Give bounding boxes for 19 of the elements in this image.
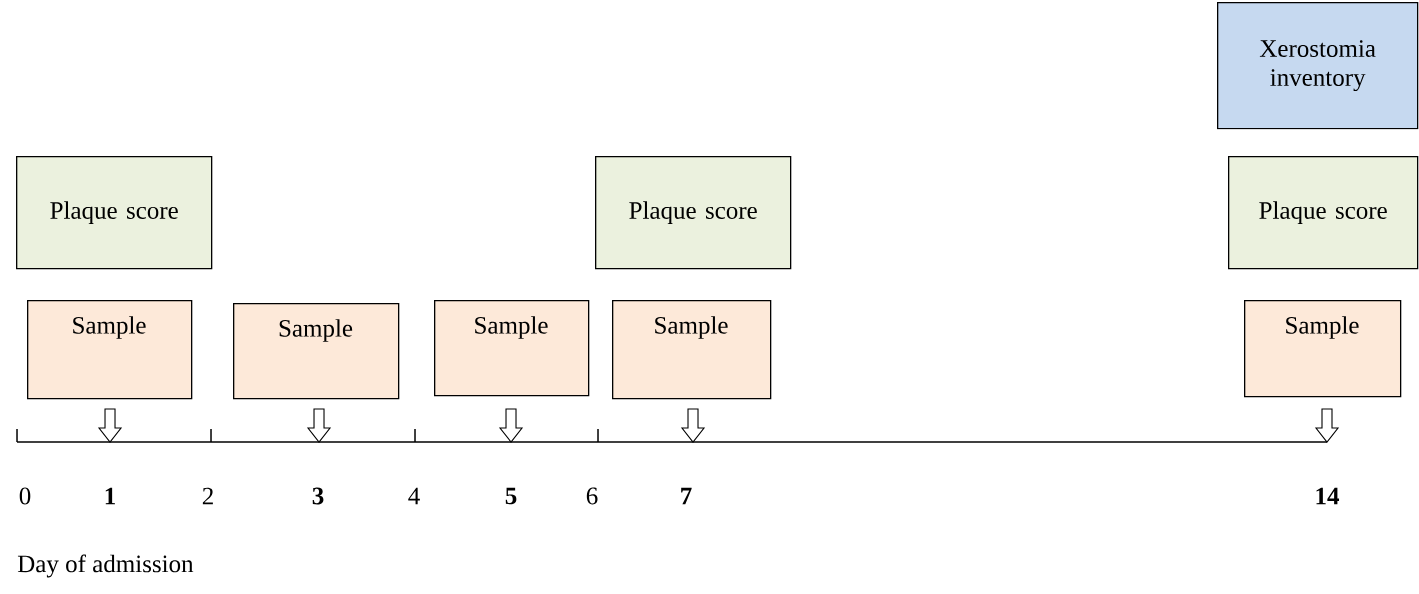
day-number: 6 xyxy=(586,487,598,505)
day-number: 4 xyxy=(408,487,420,505)
day-number: 7 xyxy=(681,487,692,505)
sample-box: Sample xyxy=(612,300,772,400)
day-number: 0 xyxy=(19,487,31,505)
day-number: 1 xyxy=(105,487,115,505)
day-number: 2 xyxy=(202,487,213,505)
axis-title: Day of admission xyxy=(17,554,194,578)
day-number: 3 xyxy=(312,487,324,505)
assessment-box: Plaque score xyxy=(16,156,213,270)
day-number: 14 xyxy=(1316,487,1340,505)
sample-box: Sample xyxy=(27,300,193,400)
assessment-box: Plaque score xyxy=(1228,156,1419,270)
assessment-box: Xerostomia inventory xyxy=(1217,2,1419,130)
sample-box: Sample xyxy=(233,303,400,400)
sample-box: Sample xyxy=(1244,300,1402,398)
assessment-box: Plaque score xyxy=(595,156,792,270)
day-number: 5 xyxy=(505,487,517,505)
sample-box: Sample xyxy=(434,300,590,397)
